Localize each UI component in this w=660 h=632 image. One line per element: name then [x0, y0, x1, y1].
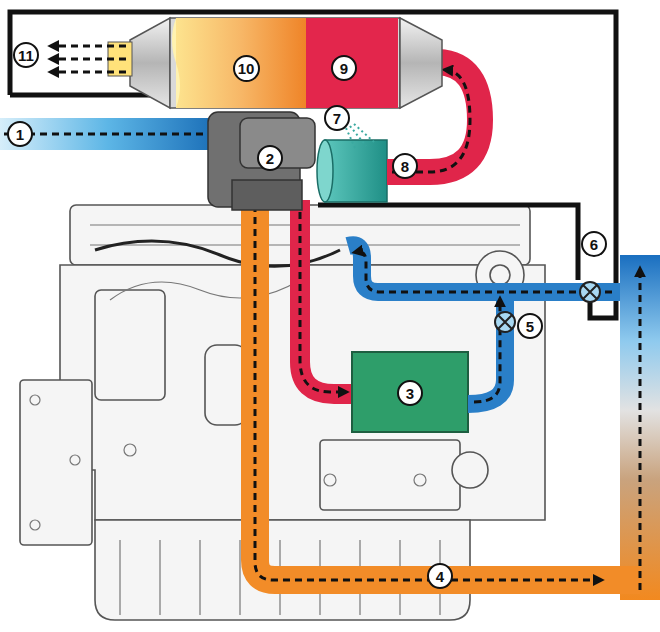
callout-circle: 7 [324, 105, 350, 131]
callout-circle: 8 [392, 153, 418, 179]
callout-number: 5 [526, 319, 534, 334]
callout-number: 3 [406, 386, 414, 401]
callout-circle: 2 [257, 145, 283, 171]
callout-number: 9 [340, 61, 348, 76]
callout-number: 10 [238, 61, 255, 76]
callout-circle: 5 [517, 313, 543, 339]
callout-number: 6 [590, 237, 598, 252]
callout-circle: 1 [7, 121, 33, 147]
callout-circle: 9 [331, 55, 357, 81]
callout-number: 7 [333, 111, 341, 126]
callout-circle: 4 [427, 563, 453, 589]
callout-circle: 3 [397, 380, 423, 406]
callout-circle: 10 [233, 55, 260, 82]
callout-number: 1 [16, 127, 24, 142]
callout-number: 2 [266, 151, 274, 166]
callout-circle: 6 [581, 231, 607, 257]
callout-number: 11 [18, 48, 34, 63]
callout-number: 8 [401, 159, 409, 174]
callout-number: 4 [436, 569, 444, 584]
callout-circle: 11 [13, 42, 39, 68]
